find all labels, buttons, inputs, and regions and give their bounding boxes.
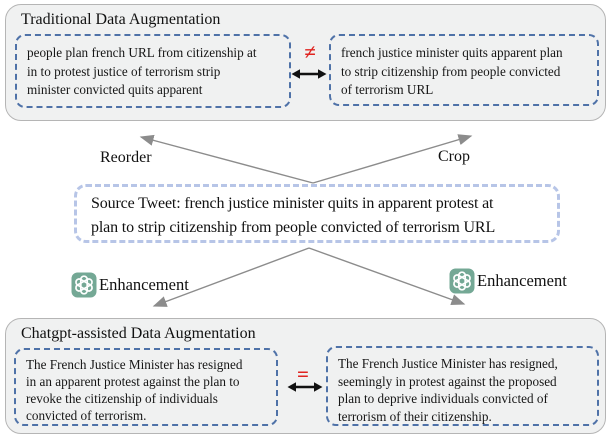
source-tweet-box: Source Tweet: french justice minister qu… xyxy=(74,184,560,243)
enhancement-left-label: Enhancement xyxy=(99,275,189,294)
double-arrow-icon xyxy=(287,382,323,392)
cropped-text-box: french justice minister quits apparent p… xyxy=(329,34,599,106)
reorder-label: Reorder xyxy=(100,149,152,166)
reorder-arrow xyxy=(139,134,314,184)
chatgpt-icon xyxy=(71,272,97,298)
double-arrow-icon xyxy=(291,69,327,79)
chatgpt-output-left-box: The French Justice Minister has resigned… xyxy=(14,348,278,426)
traditional-augmentation-section: Traditional Data Augmentation people pla… xyxy=(5,4,606,121)
reordered-text-box: people plan french URL from citizenship … xyxy=(15,34,291,108)
equal-symbol: = xyxy=(297,362,309,386)
crop-arrow xyxy=(312,134,473,184)
enhancement-left-arrow xyxy=(152,247,310,307)
crop-label: Crop xyxy=(438,148,470,165)
enhancement-right-arrow xyxy=(308,247,466,305)
chatgpt-section-title: Chatgpt-assisted Data Augmentation xyxy=(21,325,256,342)
chatgpt-icon xyxy=(449,268,475,294)
not-equal-symbol: ≠ xyxy=(304,40,316,64)
chatgpt-output-right-box: The French Justice Minister has resigned… xyxy=(326,346,599,426)
chatgpt-augmentation-section: Chatgpt-assisted Data Augmentation The F… xyxy=(5,318,606,434)
traditional-section-title: Traditional Data Augmentation xyxy=(21,11,221,28)
enhancement-right-label: Enhancement xyxy=(477,271,567,290)
